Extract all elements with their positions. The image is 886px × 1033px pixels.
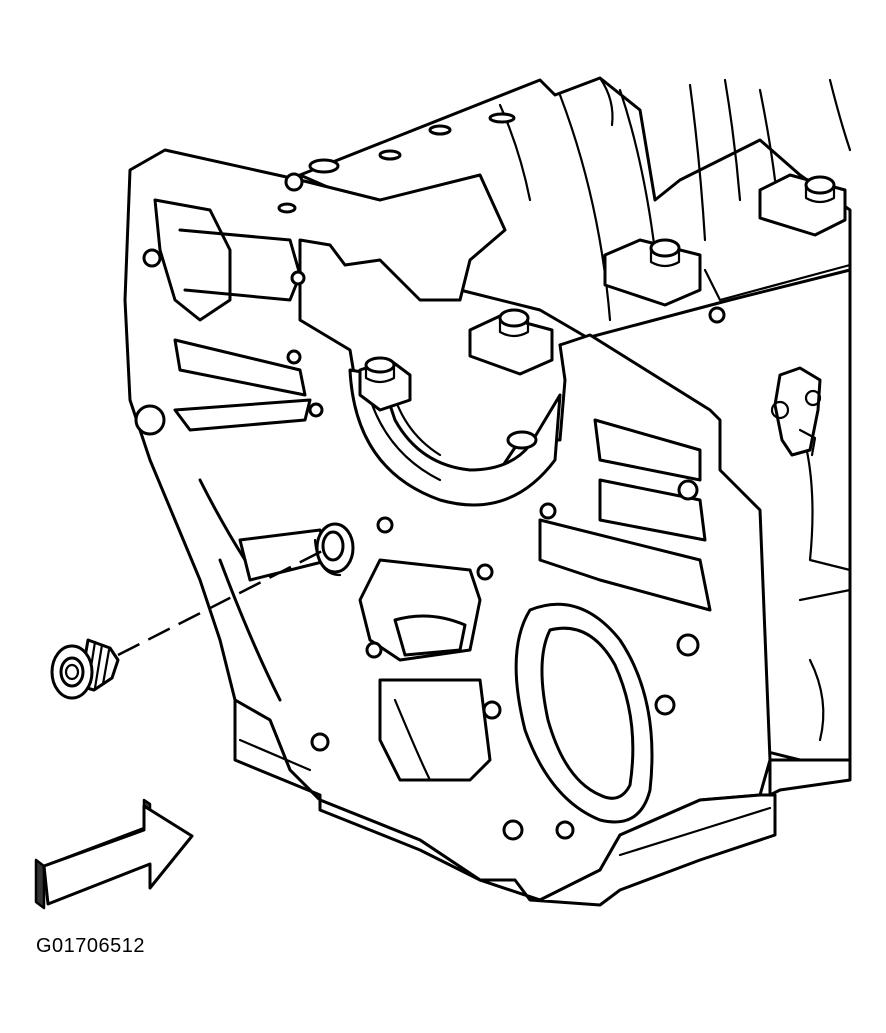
- bearing-cap-front: [468, 308, 554, 376]
- plug-boss: [313, 522, 355, 577]
- bearing-cap-middle: [603, 238, 702, 307]
- view-direction-arrow-icon: [34, 798, 194, 910]
- lower-ribs: [198, 418, 712, 841]
- figure-id-label: G01706512: [36, 935, 146, 957]
- oil-passage-loop: [514, 602, 654, 824]
- bearing-cap-rear: [758, 173, 847, 237]
- install-leader-line: [117, 546, 329, 657]
- threaded-plug-icon: [50, 638, 120, 700]
- oil-pan-rail: [233, 698, 852, 907]
- crankshaft-position-sensor: [770, 366, 822, 457]
- main-bearing-bore: [348, 356, 562, 507]
